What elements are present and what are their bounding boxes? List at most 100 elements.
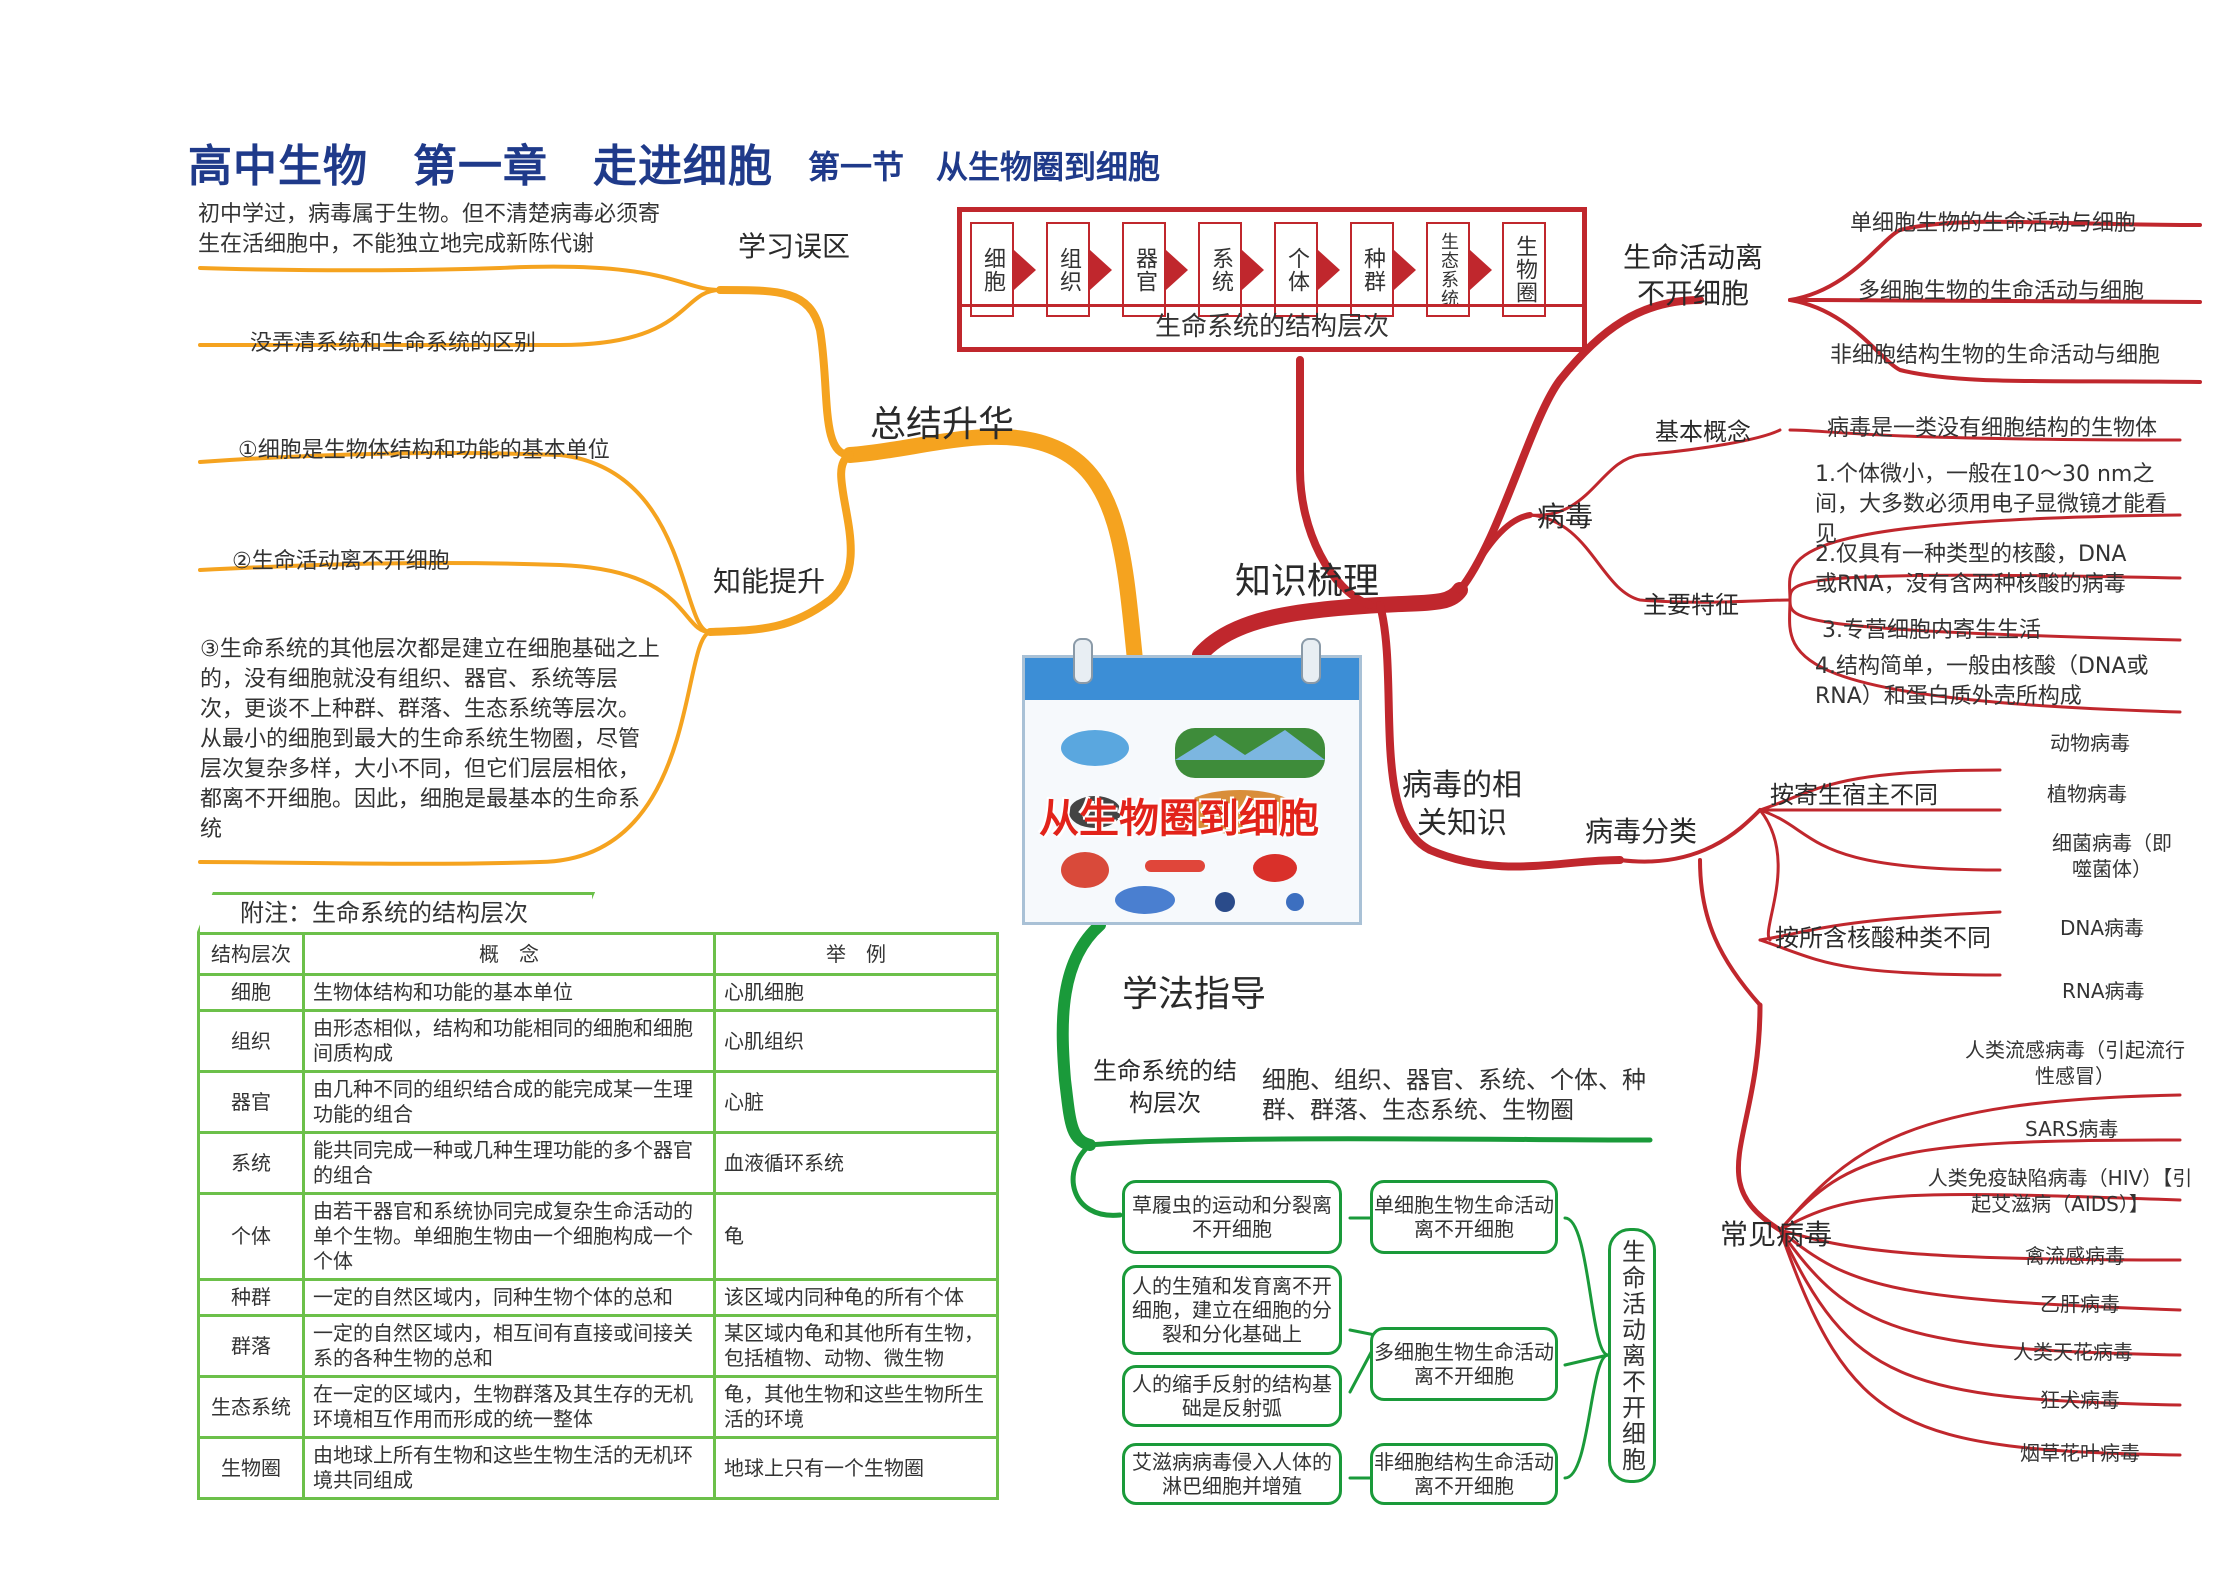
table-row: 系统 能共同完成一种或几种生理功能的多个器官的组合 血液循环系统 bbox=[197, 1131, 999, 1195]
table-cell-level: 组织 bbox=[197, 1009, 305, 1073]
node-misconceptions: 学习误区 bbox=[738, 230, 851, 263]
life-activity-item: 非细胞结构生物的生命活动与细胞 bbox=[1830, 343, 2161, 368]
table-cell-level: 生态系统 bbox=[197, 1375, 305, 1439]
arrow-right-icon bbox=[1318, 250, 1340, 290]
common-virus-item: 烟草花叶病毒 bbox=[2020, 1441, 2140, 1465]
table-row: 生物圈 由地球上所有生物和这些生物生活的无机环境共同组成 地球上只有一个生物圈 bbox=[197, 1436, 999, 1500]
node-by-host: 按寄生宿主不同 bbox=[1770, 781, 1938, 809]
biosphere-illustration bbox=[1061, 728, 1325, 914]
chain-level: 系统 bbox=[1198, 222, 1242, 317]
table-header: 举 例 bbox=[713, 932, 999, 976]
table-cell-example: 心脏 bbox=[713, 1070, 999, 1134]
chain-level: 个体 bbox=[1274, 222, 1318, 317]
arrow-right-icon bbox=[1090, 250, 1112, 290]
common-virus-item: 人类免疫缺陷病毒（HIV）【引起艾滋病（AIDS）】 bbox=[1927, 1166, 2193, 1216]
table-cell-example: 某区域内龟和其他所有生物，包括植物、动物、微生物 bbox=[713, 1314, 999, 1378]
node-virus-related: 病毒的相关知识 bbox=[1402, 768, 1522, 841]
table-cell-example: 心肌细胞 bbox=[713, 973, 999, 1012]
node-by-nucleic: 按所含核酸种类不同 bbox=[1775, 924, 1991, 952]
arrow-right-icon bbox=[1166, 250, 1188, 290]
page-subtitle: 第一节 从生物圈到细胞 bbox=[808, 148, 1161, 186]
table-row: 群落 一定的自然区域内，相互间有直接或间接关系的各种生物的总和 某区域内龟和其他… bbox=[197, 1314, 999, 1378]
virus-feature: 3.专营细胞内寄生生活 bbox=[1822, 618, 2041, 643]
table-cell-level: 个体 bbox=[197, 1192, 305, 1281]
example-box: 草履虫的运动和分裂离不开细胞 bbox=[1122, 1180, 1342, 1254]
table-cell-example: 血液循环系统 bbox=[713, 1131, 999, 1195]
virus-type: DNA病毒 bbox=[2060, 916, 2145, 940]
table-cell-concept: 一定的自然区域内，同种生物个体的总和 bbox=[302, 1278, 716, 1317]
table-header-row: 结构层次 概 念 举 例 bbox=[197, 932, 999, 976]
example-box: 艾滋病病毒侵入人体的淋巴细胞并增殖 bbox=[1122, 1443, 1342, 1505]
table-row: 组织 由形态相似，结构和功能相同的细胞和细胞间质构成 心肌组织 bbox=[197, 1009, 999, 1073]
node-virus-classification: 病毒分类 bbox=[1585, 815, 1698, 848]
arrow-right-icon bbox=[1470, 250, 1492, 290]
example-box: 人的生殖和发育离不开细胞，建立在细胞的分裂和分化基础上 bbox=[1122, 1265, 1342, 1355]
virus-feature: 4.结构简单，一般由核酸（DNA或RNA）和蛋白质外壳所构成 bbox=[1815, 654, 2149, 709]
table-row: 生态系统 在一定的区域内，生物群落及其生存的无机环境相互作用而形成的统一整体 龟… bbox=[197, 1375, 999, 1439]
improvement-item: ③生命系统的其他层次都是建立在细胞基础之上的，没有细胞就没有组织、器官、系统等层… bbox=[200, 637, 660, 842]
virus-type: 动物病毒 bbox=[2050, 731, 2130, 755]
virus-type: 细菌病毒（即噬菌体） bbox=[2052, 831, 2172, 881]
calendar-ring-icon bbox=[1073, 638, 1093, 684]
group-box: 单细胞生物生命活动离不开细胞 bbox=[1370, 1180, 1558, 1254]
table-cell-level: 生物圈 bbox=[197, 1436, 305, 1500]
table-cell-level: 群落 bbox=[197, 1314, 305, 1378]
appendix-title: 附注：生命系统的结构层次 bbox=[197, 892, 595, 932]
improvement-item: ①细胞是生物体结构和功能的基本单位 bbox=[238, 438, 610, 463]
table-row: 细胞 生物体结构和功能的基本单位 心肌细胞 bbox=[197, 973, 999, 1012]
branch-method: 学法指导 bbox=[1122, 974, 1267, 1015]
chain-level: 细胞 bbox=[970, 222, 1014, 317]
table-cell-example: 该区域内同种龟的所有个体 bbox=[713, 1278, 999, 1317]
misconception-item: 初中学过，病毒属于生物。但不清楚病毒必须寄生在活细胞中，不能独立地完成新陈代谢 bbox=[198, 202, 661, 257]
misconception-item: 没弄清系统和生命系统的区别 bbox=[250, 331, 537, 356]
virus-type: RNA病毒 bbox=[2062, 979, 2145, 1003]
table-row: 种群 一定的自然区域内，同种生物个体的总和 该区域内同种龟的所有个体 bbox=[197, 1278, 999, 1317]
structure-levels-text: 细胞、组织、器官、系统、个体、种群、群落、生态系统、生物圈 bbox=[1262, 1066, 1646, 1124]
center-topic-label: 从生物圈到细胞 bbox=[1039, 796, 1319, 842]
common-virus-item: SARS病毒 bbox=[2025, 1117, 2119, 1141]
improvement-item: ②生命活动离不开细胞 bbox=[232, 549, 450, 574]
example-box: 人的缩手反射的结构基础是反射弧 bbox=[1122, 1365, 1342, 1427]
arrow-right-icon bbox=[1242, 250, 1264, 290]
table-cell-example: 地球上只有一个生物圈 bbox=[713, 1436, 999, 1500]
node-virus-features: 主要特征 bbox=[1643, 591, 1739, 619]
branch-knowledge: 知识梳理 bbox=[1235, 561, 1380, 602]
table-cell-example: 心肌组织 bbox=[713, 1009, 999, 1073]
virus-type: 植物病毒 bbox=[2047, 782, 2127, 806]
table-header: 概 念 bbox=[302, 932, 716, 976]
chain-level: 生态系统 bbox=[1426, 222, 1470, 317]
chain-level: 种群 bbox=[1350, 222, 1394, 317]
node-structure-levels: 生命系统的结构层次 bbox=[1093, 1057, 1237, 1117]
table-cell-concept: 一定的自然区域内，相互间有直接或间接关系的各种生物的总和 bbox=[302, 1314, 716, 1378]
table-cell-level: 系统 bbox=[197, 1131, 305, 1195]
page-title: 高中生物 第一章 走进细胞 bbox=[188, 141, 773, 192]
virus-feature: 1.个体微小，一般在10～30 nm之间，大多数必须用电子显微镜才能看见 bbox=[1815, 462, 2168, 547]
chain-level: 器官 bbox=[1122, 222, 1166, 317]
life-activity-item: 多细胞生物的生命活动与细胞 bbox=[1858, 279, 2145, 304]
table-cell-concept: 生物体结构和功能的基本单位 bbox=[302, 973, 716, 1012]
common-virus-item: 狂犬病毒 bbox=[2040, 1388, 2120, 1412]
branch-summary: 总结升华 bbox=[870, 404, 1015, 445]
node-common-virus: 常见病毒 bbox=[1720, 1218, 1833, 1251]
table-cell-concept: 能共同完成一种或几种生理功能的多个器官的组合 bbox=[302, 1131, 716, 1195]
group-box: 非细胞结构生命活动离不开细胞 bbox=[1370, 1443, 1558, 1505]
life-activity-item: 单细胞生物的生命活动与细胞 bbox=[1850, 211, 2137, 236]
node-virus-concept: 基本概念 bbox=[1655, 418, 1751, 446]
table-row: 个体 由若干器官和系统协同完成复杂生命活动的单个生物。单细胞生物由一个细胞构成一… bbox=[197, 1192, 999, 1281]
table-cell-level: 器官 bbox=[197, 1070, 305, 1134]
common-virus-item: 人类天花病毒 bbox=[2013, 1340, 2133, 1364]
arrow-right-icon bbox=[1014, 250, 1036, 290]
group-box: 多细胞生物生命活动离不开细胞 bbox=[1370, 1327, 1558, 1401]
table-cell-concept: 由形态相似，结构和功能相同的细胞和细胞间质构成 bbox=[302, 1009, 716, 1073]
common-virus-item: 禽流感病毒 bbox=[2025, 1244, 2125, 1268]
table-cell-concept: 在一定的区域内，生物群落及其生存的无机环境相互作用而形成的统一整体 bbox=[302, 1375, 716, 1439]
chain-level: 生物圈 bbox=[1502, 222, 1546, 317]
common-virus-item: 人类流感病毒（引起流行性感冒） bbox=[1965, 1038, 2185, 1088]
table-cell-level: 细胞 bbox=[197, 973, 305, 1012]
chain-caption: 生命系统的结构层次 bbox=[962, 304, 1582, 347]
conclusion-box: 生命活动离不开细胞 bbox=[1608, 1228, 1656, 1483]
node-improvement: 知能提升 bbox=[713, 565, 826, 598]
node-life-activity: 生命活动离不开细胞 bbox=[1622, 241, 1763, 310]
common-virus-item: 乙肝病毒 bbox=[2040, 1292, 2120, 1316]
